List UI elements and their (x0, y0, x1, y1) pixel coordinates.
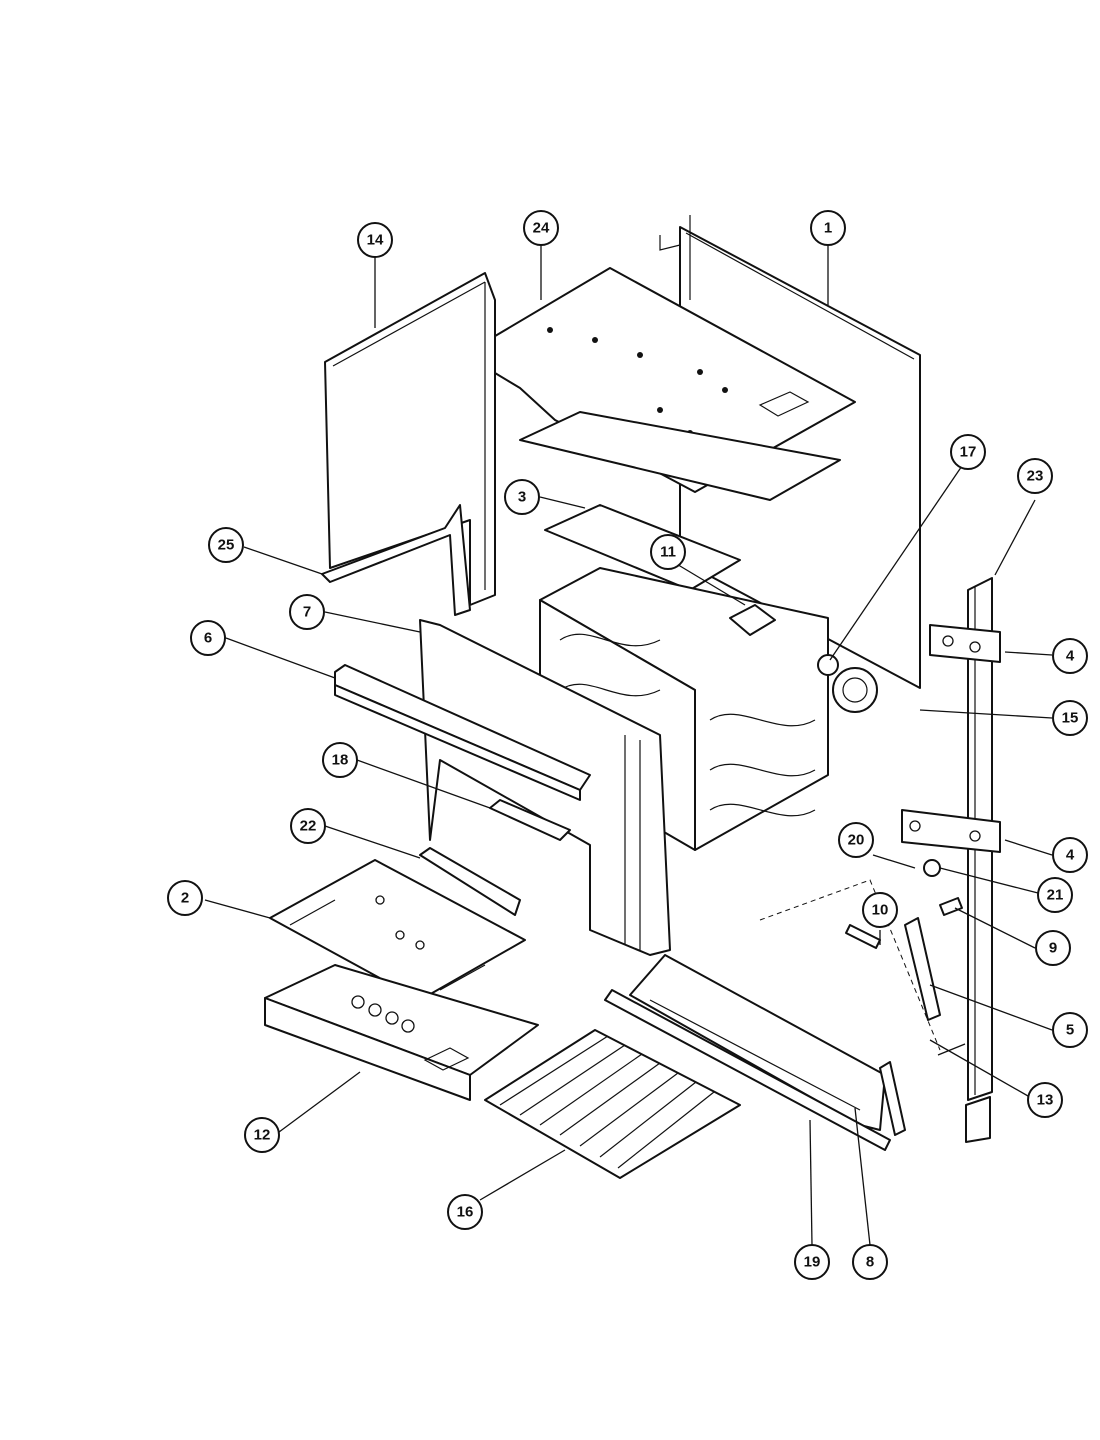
igniter (939, 897, 963, 916)
callout-16: 16 (447, 1194, 483, 1230)
callout-label: 13 (1037, 1092, 1054, 1109)
heat-shield (519, 411, 841, 591)
callout-label: 17 (960, 444, 977, 461)
bottom-trim (604, 989, 891, 1151)
callout-9: 9 (1035, 930, 1071, 966)
callout-label: 5 (1066, 1022, 1074, 1039)
callout-label: 7 (303, 604, 311, 621)
callout-10: 10 (862, 892, 898, 928)
callout-label: 4 (1066, 648, 1075, 665)
bottom-tray (269, 859, 526, 1001)
lower-baffle (759, 879, 941, 1051)
thermostat-switch (923, 859, 941, 877)
callout-19: 19 (794, 1244, 830, 1280)
oven-rack (484, 1029, 741, 1179)
callout-4-lower: 4 (1052, 837, 1088, 873)
callout-17: 17 (950, 434, 986, 470)
callout-label: 12 (254, 1127, 271, 1144)
upper-rail (334, 664, 591, 801)
callout-1: 1 (810, 210, 846, 246)
left-side-panel (324, 272, 496, 606)
callout-label: 23 (1027, 468, 1044, 485)
right-side-rail (965, 577, 993, 1143)
callout-12: 12 (244, 1117, 280, 1153)
front-frame (419, 619, 671, 956)
callout-label: 2 (181, 890, 189, 907)
side-hinge-strip (879, 1061, 906, 1136)
callout-25: 25 (208, 527, 244, 563)
callout-2: 2 (167, 880, 203, 916)
callout-label: 8 (866, 1254, 874, 1271)
callout-label: 21 (1047, 887, 1064, 904)
callout-18: 18 (322, 742, 358, 778)
callout-label: 15 (1062, 710, 1079, 727)
lower-bracket (901, 809, 1001, 853)
callout-label: 9 (1049, 940, 1057, 957)
callout-3: 3 (504, 479, 540, 515)
callout-label: 25 (218, 537, 235, 554)
callout-8: 8 (852, 1244, 888, 1280)
callout-label: 20 (848, 832, 865, 849)
callout-20: 20 (838, 822, 874, 858)
callout-label: 16 (457, 1204, 474, 1221)
hinge-bracket (904, 917, 941, 1021)
callout-label: 24 (533, 220, 550, 237)
callout-7: 7 (289, 594, 325, 630)
callout-23: 23 (1017, 458, 1053, 494)
callout-6: 6 (190, 620, 226, 656)
callout-22: 22 (290, 808, 326, 844)
callout-label: 14 (367, 232, 384, 249)
divider-strip (489, 799, 571, 841)
upper-bracket (929, 624, 1001, 663)
sensor-probe (845, 924, 881, 949)
callout-13: 13 (1027, 1082, 1063, 1118)
control-drawer (264, 964, 539, 1101)
lower-rail (419, 847, 521, 916)
callout-label: 1 (824, 220, 832, 237)
callout-14: 14 (357, 222, 393, 258)
leader-lines (204, 245, 1053, 1246)
callout-label: 22 (300, 818, 317, 835)
callout-label: 18 (332, 752, 349, 769)
callout-label: 19 (804, 1254, 821, 1271)
callout-21: 21 (1037, 877, 1073, 913)
callout-label: 6 (204, 630, 212, 647)
callout-label: 4 (1066, 847, 1075, 864)
callout-label: 3 (518, 489, 526, 506)
callout-15: 15 (1052, 700, 1088, 736)
callout-label: 10 (872, 902, 889, 919)
callout-4-upper: 4 (1052, 638, 1088, 674)
callout-5: 5 (1052, 1012, 1088, 1048)
callout-label: 11 (660, 544, 676, 561)
side-trim (321, 504, 471, 616)
sensor-bracket (729, 604, 776, 636)
callout-11: 11 (650, 534, 686, 570)
callout-24: 24 (523, 210, 559, 246)
blower-motor (817, 654, 878, 713)
